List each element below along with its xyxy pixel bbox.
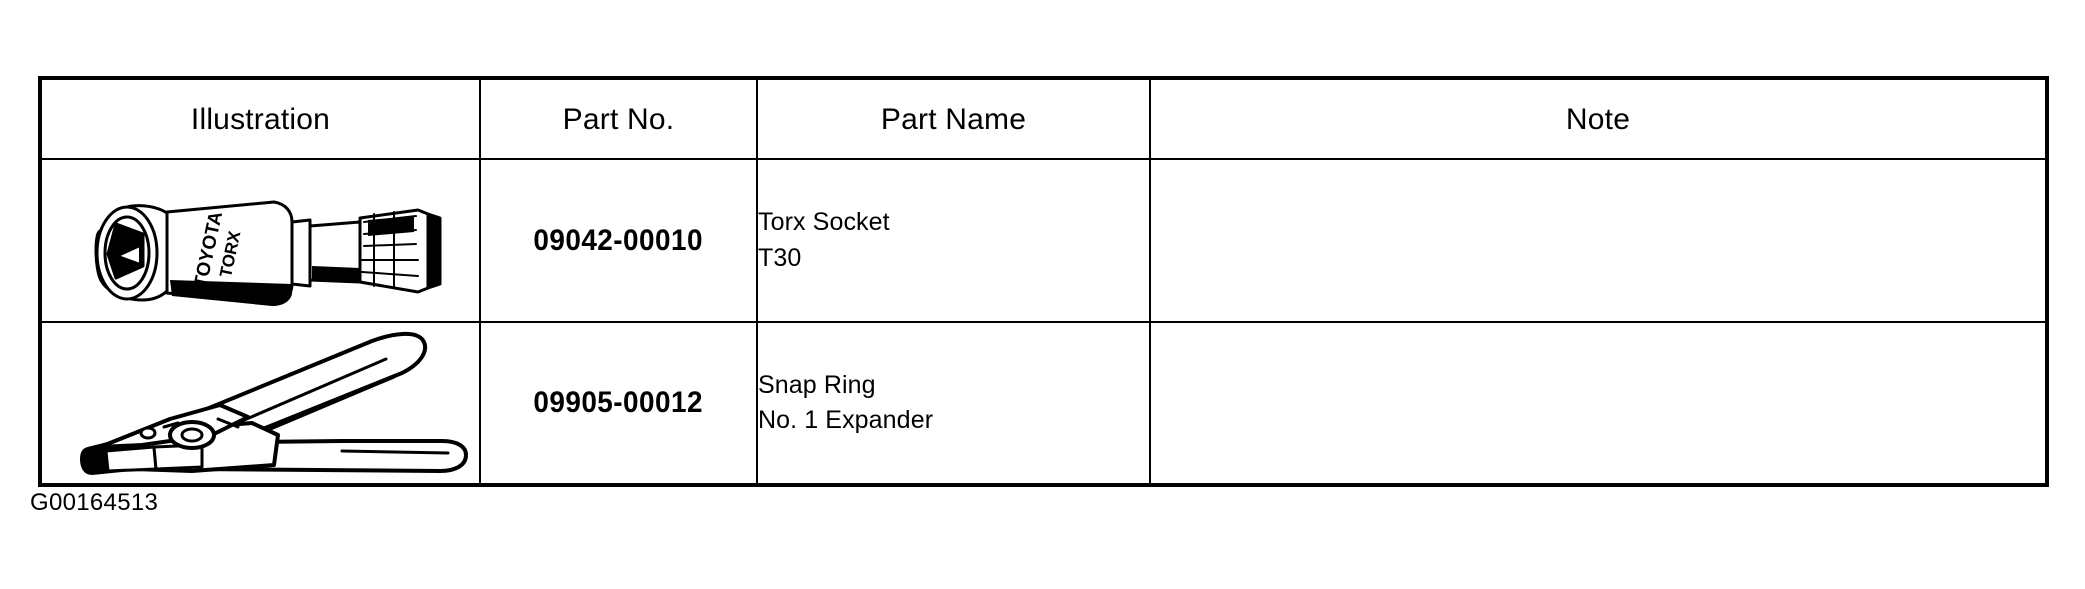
part-no-value: 09042-00010	[533, 223, 704, 257]
table-header-row: Illustration Part No. Part Name Note	[39, 77, 2048, 160]
sst-parts-table: Illustration Part No. Part Name Note	[38, 76, 2049, 487]
note-cell	[1149, 158, 2048, 323]
part-name-line-1: Torx Socket	[758, 208, 890, 236]
part-name-cell: Torx Socket T30	[756, 158, 1151, 323]
illustration-cell-torx-socket: TOYOTA TORX	[39, 158, 481, 323]
column-header-illustration: Illustration	[39, 77, 481, 160]
part-name-line-2: No. 1 Expander	[758, 406, 934, 434]
part-no-cell: 09905-00012	[479, 321, 758, 486]
part-name-line-1: Snap Ring	[758, 370, 876, 399]
column-header-part-name: Part Name	[756, 77, 1151, 160]
table-row: 09905-00012 Snap Ring No. 1 Expander	[39, 321, 2048, 486]
torx-socket-illustration: TOYOTA TORX	[42, 160, 479, 321]
part-no-cell: 09042-00010	[479, 158, 758, 323]
part-name-cell: Snap Ring No. 1 Expander	[756, 321, 1151, 486]
figure-caption: G00164513	[30, 489, 159, 516]
column-header-part-no: Part No.	[479, 77, 758, 160]
part-name-line-2: T30	[758, 243, 802, 272]
column-header-note: Note	[1149, 77, 2048, 160]
table-row: TOYOTA TORX 09042-00010 Torx Socket T30	[39, 158, 2048, 323]
illustration-cell-snap-ring-expander	[39, 321, 481, 486]
part-no-value: 09905-00012	[533, 386, 704, 419]
snap-ring-expander-pliers-illustration	[42, 323, 479, 483]
note-cell	[1149, 321, 2048, 486]
